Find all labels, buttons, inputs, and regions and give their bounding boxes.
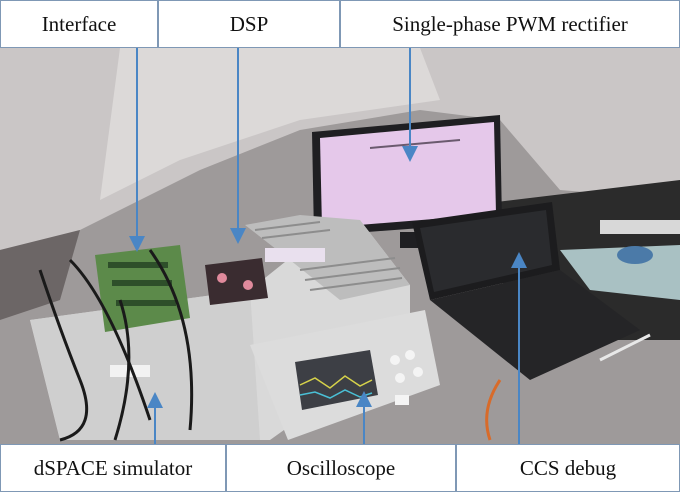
board-connectors: [108, 262, 176, 306]
label-oscilloscope: Oscilloscope: [226, 444, 456, 492]
vent-slots: [254, 221, 403, 291]
osc-knobs: [390, 350, 423, 383]
label-interface: Interface: [0, 0, 158, 48]
label-pwm-rectifier: Single-phase PWM rectifier: [340, 0, 680, 48]
dspace-label-plate: [110, 365, 150, 377]
desk-box: [600, 220, 680, 234]
wall-shadow: [0, 230, 80, 320]
dsp-board: [205, 258, 268, 305]
dspace-top-vent: [245, 215, 410, 300]
laptop-keyboard: [430, 270, 640, 380]
mouse: [617, 246, 653, 264]
monitor-screen: [320, 122, 496, 228]
orange-cable: [485, 379, 502, 441]
dsp-led-2: [243, 280, 253, 290]
trace-yellow: [299, 375, 373, 389]
label-dspace-simulator: dSPACE simulator: [0, 444, 226, 492]
dsp-cable-box: [265, 248, 325, 262]
label-dsp: DSP: [158, 0, 340, 48]
laptop-cable: [599, 333, 651, 362]
dsp-led: [217, 273, 227, 283]
wall-light: [100, 48, 440, 200]
screen-line: [369, 139, 461, 149]
cables: [38, 249, 194, 442]
label-ccs-debug: CCS debug: [456, 444, 680, 492]
osc-probe-plug: [395, 395, 409, 405]
